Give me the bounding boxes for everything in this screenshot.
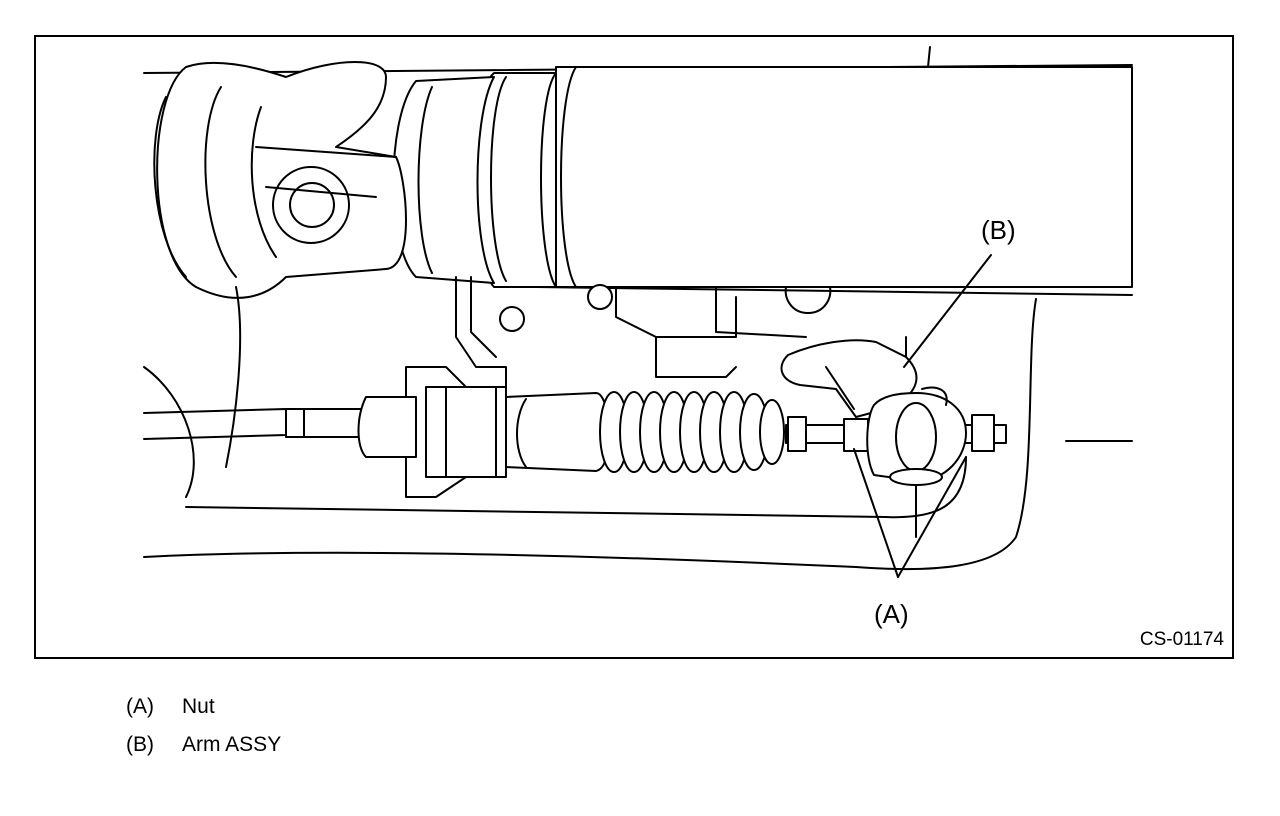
callout-b-label: (B) [981, 215, 1016, 245]
legend-label: Nut [182, 695, 215, 718]
legend-key: (A) [126, 695, 154, 718]
illustration-frame: (B) (A) CS-01174 [34, 35, 1234, 659]
figure-code: CS-01174 [1139, 629, 1224, 650]
legend-label: Arm ASSY [182, 733, 282, 756]
legend: (A) Nut (B) Arm ASSY [126, 688, 281, 764]
callout-a-label: (A) [874, 599, 909, 629]
parking-brake-cable-drawing [143, 46, 1133, 578]
legend-item: (A) Nut [126, 688, 281, 726]
legend-key: (B) [126, 733, 154, 756]
legend-item: (B) Arm ASSY [126, 726, 281, 764]
